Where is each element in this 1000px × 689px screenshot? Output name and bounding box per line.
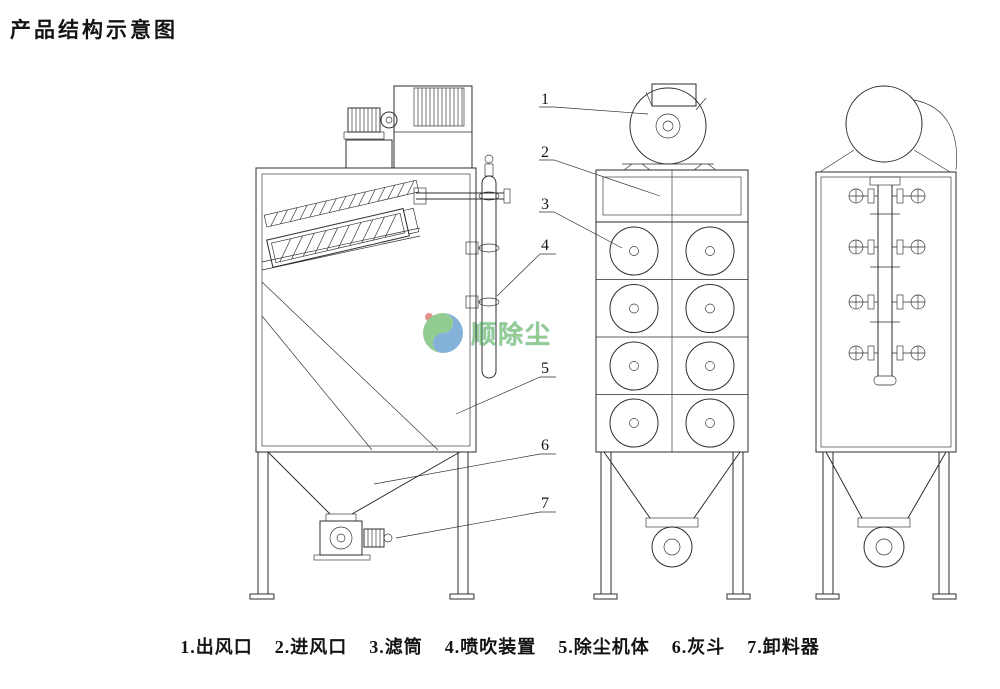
side-view-drawing xyxy=(249,85,511,600)
callout-2: 2 xyxy=(541,144,549,161)
pulse-header-pipe xyxy=(481,175,497,379)
front-view-drawing xyxy=(593,83,751,600)
side-body-inner xyxy=(261,173,471,447)
callout-1: 1 xyxy=(541,91,549,108)
fan-outlet-duct xyxy=(651,83,697,107)
cartridge-venturi xyxy=(403,207,420,235)
rear-hopper xyxy=(825,451,947,519)
legend-item-3: 3.滤筒 xyxy=(369,637,423,657)
front-legs xyxy=(600,452,744,594)
parts-legend: 1.出风口 2.进风口 3.滤筒 4.喷吹装置 5.除尘机体 6.灰斗 7.卸料… xyxy=(0,633,1000,659)
pulse-header-valve xyxy=(484,154,494,164)
motor-fins xyxy=(351,108,377,132)
blow-pipe xyxy=(416,192,504,200)
side-foot-plate-left xyxy=(249,593,275,600)
motor-base xyxy=(343,131,385,140)
callout-6: 6 xyxy=(541,437,549,454)
pulse-valve-row-1 xyxy=(465,241,500,255)
rear-rotary-valve xyxy=(863,526,905,568)
front-rotary-valve xyxy=(651,526,693,568)
fan-scroll-lines xyxy=(645,91,707,111)
side-hopper-flange xyxy=(325,513,357,522)
callout-4-leader xyxy=(496,253,556,297)
side-top-cover xyxy=(263,179,420,228)
side-filter-cartridge xyxy=(266,207,420,268)
cartridge-hatch-lines xyxy=(279,214,397,262)
callout-5-leader xyxy=(455,376,556,415)
manifold-bottom-cap xyxy=(873,375,897,386)
callout-4: 4 xyxy=(541,237,549,254)
motor-pulley xyxy=(380,111,398,129)
legend-item-6: 6.灰斗 xyxy=(671,637,726,657)
discharger-housing xyxy=(319,520,363,556)
outlet-louver-lines xyxy=(417,88,463,126)
clamp-row-1 xyxy=(848,188,926,204)
clamp-row-4 xyxy=(848,345,926,361)
legend-item-4: 4.喷吹装置 xyxy=(444,637,537,657)
callout-6-leader xyxy=(373,453,556,485)
page-title: 产品结构示意图 xyxy=(10,19,178,42)
clamp-row-3 xyxy=(848,294,926,310)
fan-volute xyxy=(629,87,707,165)
callout-5: 5 xyxy=(541,360,549,377)
discharger-motor-fins xyxy=(367,529,381,547)
side-outlet-duct xyxy=(393,85,473,169)
motor-mount xyxy=(345,139,393,169)
side-foot-plate-right xyxy=(449,593,475,600)
outlet-louver-box xyxy=(413,87,465,127)
blow-nozzle xyxy=(413,187,427,205)
callout-2-leader xyxy=(539,159,661,197)
callout-1-leader xyxy=(539,106,649,115)
legend-item-5: 5.除尘机体 xyxy=(558,637,650,657)
callout-3-leader xyxy=(539,211,623,249)
side-internal-baffles xyxy=(261,227,439,451)
grid-lines xyxy=(596,222,748,452)
legend-item-1: 1.出风口 xyxy=(180,637,253,657)
side-hopper xyxy=(267,451,461,515)
manifold-top-cap xyxy=(869,176,901,186)
rear-legs xyxy=(822,452,950,594)
callout-7-leader xyxy=(395,511,556,539)
pulse-valve-row-2 xyxy=(465,295,500,309)
callout-7: 7 xyxy=(541,495,549,512)
callout-3: 3 xyxy=(541,196,549,213)
inlet-scroll xyxy=(845,85,923,163)
rear-body-inner xyxy=(820,176,952,448)
filter-cartridge-faces xyxy=(609,226,735,448)
discharger-base xyxy=(313,554,371,561)
side-body-outer xyxy=(255,167,477,453)
legend-item-7: 7.卸料器 xyxy=(747,637,820,657)
manifold-pipe xyxy=(877,185,893,376)
rear-body-outer xyxy=(815,171,957,453)
cover-hatch-lines xyxy=(270,180,415,227)
fan-support xyxy=(622,163,717,171)
clamp-row-2 xyxy=(848,239,926,255)
rear-view-drawing xyxy=(815,85,957,600)
manifold-flanges xyxy=(870,213,900,323)
side-legs xyxy=(257,452,469,594)
legend-item-2: 2.进风口 xyxy=(274,637,348,657)
discharger-motor xyxy=(363,528,385,548)
callouts: 1 2 3 4 5 6 7 xyxy=(373,91,661,539)
front-hopper xyxy=(603,451,741,519)
